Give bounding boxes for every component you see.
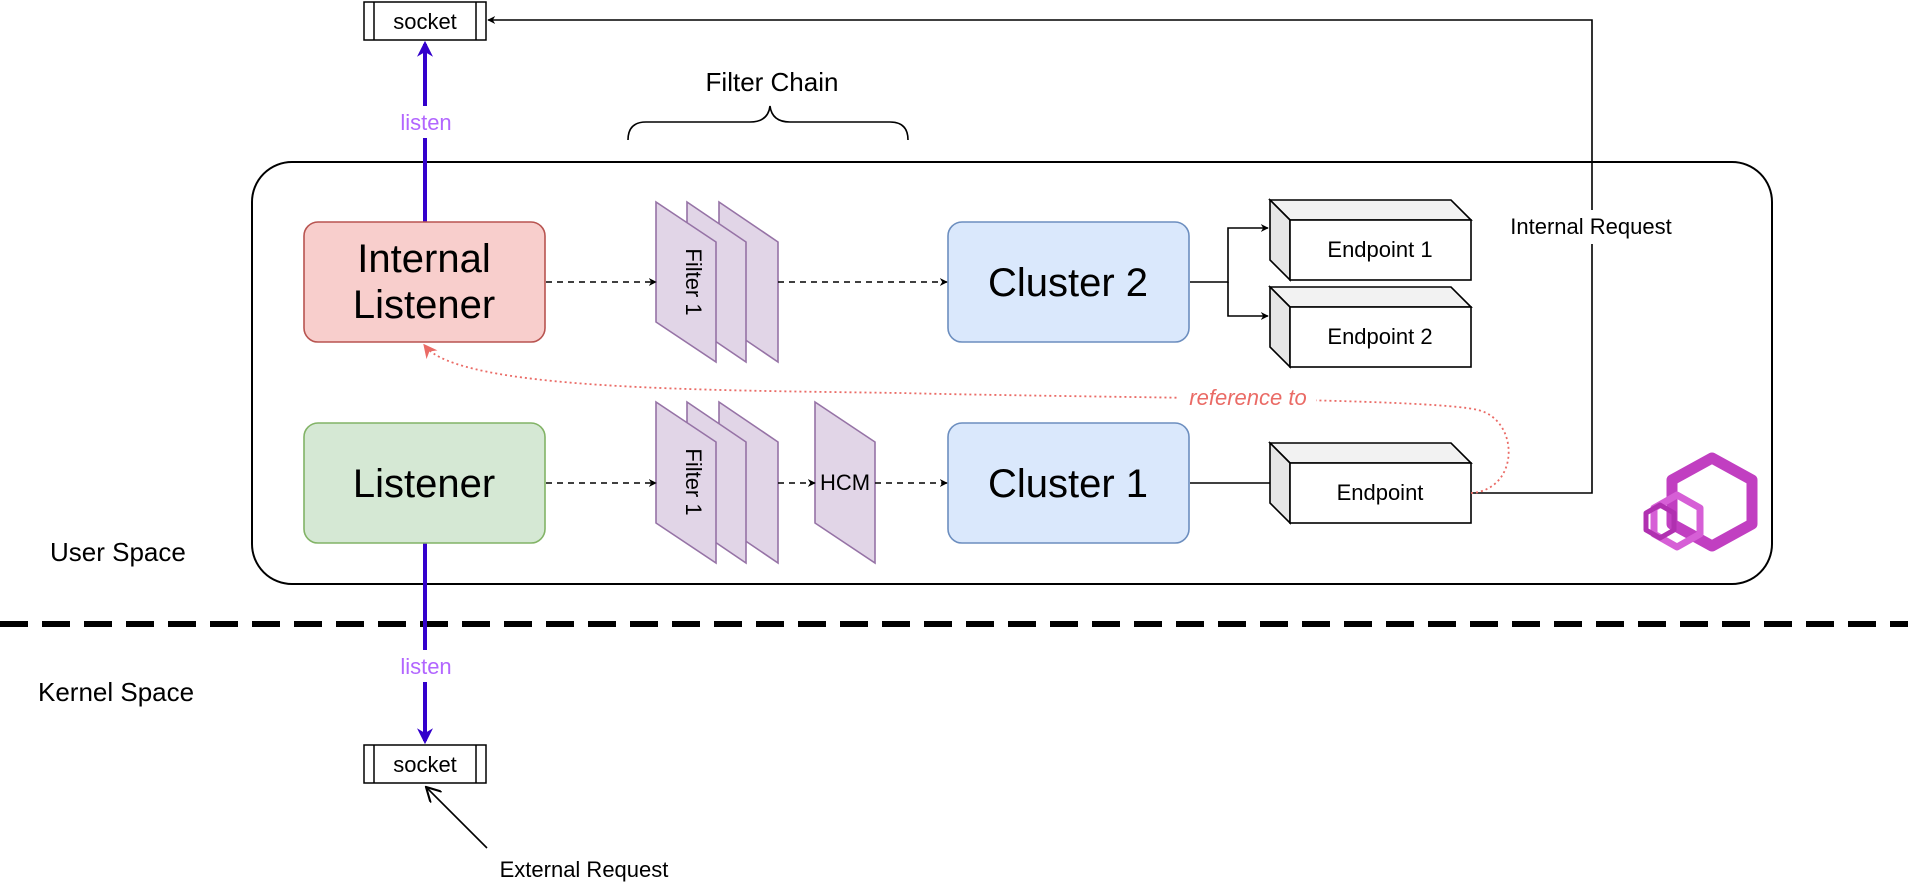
envoy-logo-icon [1643, 452, 1758, 552]
internal-request-line [487, 16, 1593, 494]
socket-bottom: socket [363, 744, 487, 784]
internal-request-label: Internal Request [1510, 214, 1671, 239]
socket-top-label: socket [393, 9, 457, 34]
arrow-cluster2-to-endpoint2 [1227, 282, 1269, 320]
listen-label-bottom: listen [400, 654, 451, 679]
external-request-label: External Request [500, 857, 669, 882]
filter-stack-top: Filter 1 [655, 200, 779, 364]
reference-to-label: reference to [1189, 385, 1306, 410]
listener-box [303, 422, 546, 544]
user-space-container [251, 161, 1773, 585]
arrow-cluster2-to-endpoint1 [1190, 224, 1269, 283]
filter-stack-bottom: Filter 1 [655, 400, 779, 565]
filter-top-label: Filter 1 [681, 248, 706, 315]
filter-chain-label: Filter Chain [706, 67, 839, 97]
filter-chain-brace [627, 105, 909, 141]
internal-listener-box [303, 221, 546, 343]
cluster1-label: Cluster 1 [988, 462, 1148, 506]
internal-listener-label-line2: Listener [353, 283, 495, 327]
cluster2-label: Cluster 2 [988, 261, 1148, 305]
kernel-space-label: Kernel Space [38, 677, 194, 707]
hcm-label: HCM [820, 470, 870, 495]
internal-listener-label-line1: Internal [357, 237, 490, 281]
cluster1-box [947, 422, 1190, 544]
endpoint2-label: Endpoint 2 [1327, 324, 1432, 349]
reference-to-line [423, 343, 1510, 494]
endpoint1-label: Endpoint 1 [1327, 237, 1432, 262]
socket-top: socket [363, 1, 487, 41]
filter-bottom-label: Filter 1 [681, 448, 706, 515]
listener-label: Listener [353, 462, 495, 506]
endpoint2-box: Endpoint 2 [1268, 285, 1473, 369]
endpoint-label: Endpoint [1337, 480, 1424, 505]
endpoint-box: Endpoint [1268, 441, 1473, 525]
user-space-label: User Space [50, 537, 186, 567]
socket-bottom-label: socket [393, 752, 457, 777]
cluster2-box [947, 221, 1190, 343]
external-request-arrow [426, 787, 488, 849]
listen-label-top: listen [400, 110, 451, 135]
endpoint1-box: Endpoint 1 [1268, 198, 1473, 282]
